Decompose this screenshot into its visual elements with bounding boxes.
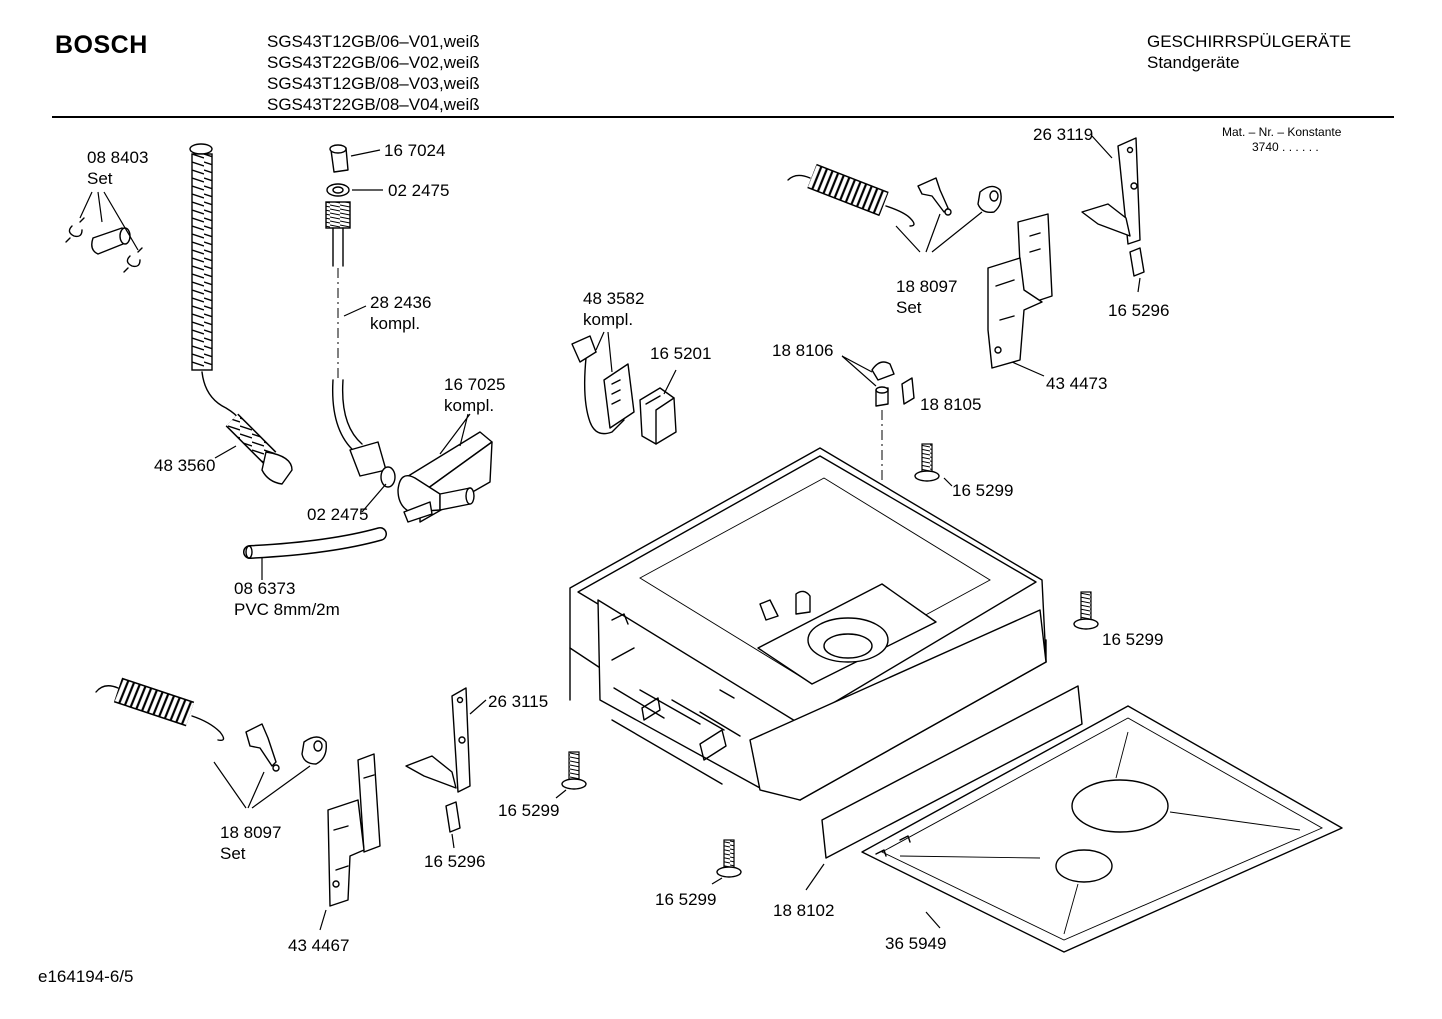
door-bracket-left-drawing: [405, 687, 487, 849]
part-label: 18 8106: [772, 340, 833, 361]
part-label: 18 8105: [920, 394, 981, 415]
part-number: 43 4467: [288, 936, 350, 955]
constant-value: 3740 . . . . . .: [1252, 140, 1319, 154]
part-label: 16 5299: [655, 889, 716, 910]
clamp-set-drawing: [65, 191, 143, 273]
part-label: 48 3582 kompl.: [583, 288, 644, 330]
part-label: 26 3119: [1033, 124, 1093, 145]
part-label: 16 7024: [384, 140, 445, 161]
part-number: 08 6373: [234, 579, 296, 598]
hinge-spring-set-drawing: [787, 163, 1002, 253]
part-label: 08 6373 PVC 8mm/2m: [234, 578, 340, 620]
part-label: 16 5296: [424, 851, 485, 872]
part-label: 16 7025 kompl.: [444, 374, 505, 416]
drain-hose-drawing: [189, 143, 293, 485]
part-number: 16 7025: [444, 375, 506, 394]
adjustable-foot-drawing: [1073, 591, 1099, 630]
part-number: 16 5299: [655, 890, 717, 909]
part-number: 02 2475: [307, 505, 369, 524]
part-number: 16 5201: [650, 344, 712, 363]
part-label: 18 8097 Set: [220, 822, 281, 864]
part-number: 02 2475: [388, 181, 450, 200]
part-number: 26 3115: [488, 692, 549, 711]
header-divider: [52, 116, 1394, 118]
door-bracket-right-drawing: [1081, 135, 1145, 293]
part-number: 48 3560: [154, 456, 216, 475]
part-number: 16 5299: [1102, 630, 1164, 649]
part-number: 28 2436: [370, 293, 432, 312]
model-line: SGS43T12GB/08–V03,weiß: [267, 74, 480, 93]
part-number: 48 3582: [583, 289, 645, 308]
part-label: 18 8102: [773, 900, 834, 921]
side-bracket-right-drawing: [987, 213, 1053, 377]
part-note: kompl.: [583, 310, 634, 329]
part-number: 08 8403: [87, 148, 149, 167]
model-line: SGS43T22GB/08–V04,weiß: [267, 95, 480, 114]
part-label: 16 5299: [1102, 629, 1163, 650]
part-number: 16 5299: [498, 801, 560, 820]
part-label: 43 4473: [1046, 373, 1107, 394]
part-number: 18 8102: [773, 901, 835, 920]
category-block: GESCHIRRSPÜLGERÄTE Standgeräte: [1147, 31, 1351, 73]
part-number: 26 3119: [1033, 125, 1094, 144]
side-bracket-left-drawing: [319, 753, 381, 931]
part-note: Set: [87, 169, 113, 188]
part-number: 16 7024: [384, 141, 446, 160]
base-plate-drawing: [861, 705, 1343, 953]
part-label: 16 5296: [1108, 300, 1169, 321]
part-note: kompl.: [370, 314, 421, 333]
part-label: 36 5949: [885, 933, 946, 954]
part-number: 18 8106: [772, 341, 834, 360]
part-label: 28 2436 kompl.: [370, 292, 431, 334]
inlet-hose-drawing: [325, 144, 396, 513]
part-label: 02 2475: [307, 504, 368, 525]
brand-logo: BOSCH: [55, 31, 148, 59]
part-number: 16 5296: [424, 852, 486, 871]
part-label: 43 4467: [288, 935, 349, 956]
pvc-tube-drawing: [243, 527, 387, 580]
part-note: Set: [896, 298, 922, 317]
document-id: e164194-6/5: [38, 967, 134, 986]
kick-plate-drawing: [805, 685, 1083, 891]
adjustable-foot-drawing: [914, 443, 953, 487]
part-label: 18 8097 Set: [896, 276, 957, 318]
base-tub-drawing: [569, 447, 1047, 801]
part-label: 26 3115: [488, 691, 548, 712]
adjustable-foot-drawing: [555, 751, 587, 799]
category-title: GESCHIRRSPÜLGERÄTE: [1147, 32, 1352, 51]
part-number: 36 5949: [885, 934, 947, 953]
model-line: SGS43T12GB/06–V01,weiß: [267, 32, 480, 51]
category-subtitle: Standgeräte: [1147, 53, 1240, 72]
part-label: 16 5299: [498, 800, 559, 821]
part-label: 48 3560: [154, 455, 215, 476]
part-number: 18 8097: [220, 823, 282, 842]
model-line: SGS43T22GB/06–V02,weiß: [267, 53, 480, 72]
part-label: 08 8403 Set: [87, 147, 148, 189]
part-number: 43 4473: [1046, 374, 1108, 393]
part-number: 18 8097: [896, 277, 958, 296]
part-label: 02 2475: [388, 180, 449, 201]
part-note: PVC 8mm/2m: [234, 600, 340, 619]
part-note: Set: [220, 844, 246, 863]
constant-label: Mat. – Nr. – Konstante: [1222, 125, 1342, 139]
material-constant: Mat. – Nr. – Konstante 3740 . . . . . .: [1222, 125, 1341, 155]
part-number: 16 5299: [952, 481, 1014, 500]
part-note: kompl.: [444, 396, 495, 415]
part-number: 18 8105: [920, 395, 982, 414]
wiring-harness-drawing: [571, 331, 677, 445]
part-label: 16 5299: [952, 480, 1013, 501]
hinge-spring-set-drawing: [95, 677, 327, 809]
model-list: SGS43T12GB/06–V01,weiß SGS43T22GB/06–V02…: [267, 31, 480, 115]
inlet-valve-drawing: [397, 413, 493, 523]
part-label: 16 5201: [650, 343, 711, 364]
adjustable-foot-drawing: [711, 839, 742, 885]
part-number: 16 5296: [1108, 301, 1170, 320]
